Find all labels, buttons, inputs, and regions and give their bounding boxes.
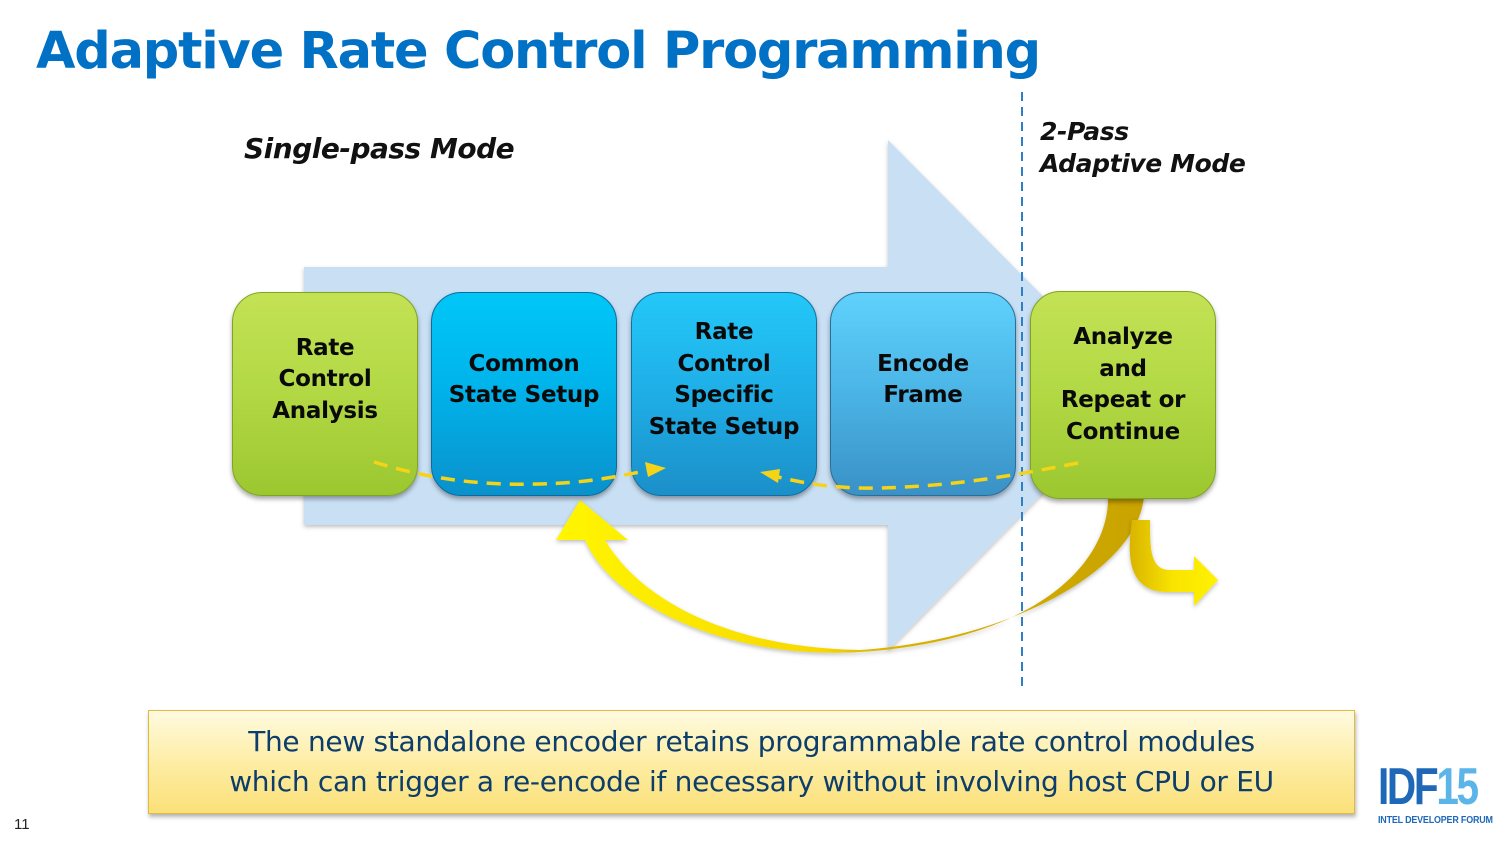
continue-exit-arrow	[1129, 520, 1218, 606]
two-pass-mode-label-line2: Adaptive Mode	[1040, 149, 1246, 178]
idf15-logo-mark: IDF15	[1378, 761, 1479, 813]
two-pass-mode-label: 2-Pass Adaptive Mode	[1040, 116, 1246, 180]
step-analyze-repeat-or-continue: Analyze and Repeat or Continue	[1030, 291, 1216, 499]
logo-subtitle: INTEL DEVELOPER FORUM	[1378, 814, 1493, 826]
summary-callout: The new standalone encoder retains progr…	[148, 710, 1355, 814]
step-rate-control-specific-state-setup: Rate Control Specific State Setup	[631, 292, 817, 496]
page-number: 11	[14, 816, 30, 833]
step-encode-frame: Encode Frame	[830, 292, 1016, 496]
logo-idf-text: IDF	[1378, 758, 1439, 816]
step-rate-control-analysis: Rate Control Analysis	[232, 292, 418, 496]
idf15-logo: IDF15 INTEL DEVELOPER FORUM	[1378, 761, 1493, 826]
step-common-state-setup: Common State Setup	[431, 292, 617, 496]
two-pass-mode-label-line1: 2-Pass	[1040, 117, 1129, 146]
single-pass-mode-label: Single-pass Mode	[244, 132, 515, 165]
logo-year-text: 15	[1436, 758, 1479, 816]
slide-title: Adaptive Rate Control Programming	[36, 22, 1041, 81]
